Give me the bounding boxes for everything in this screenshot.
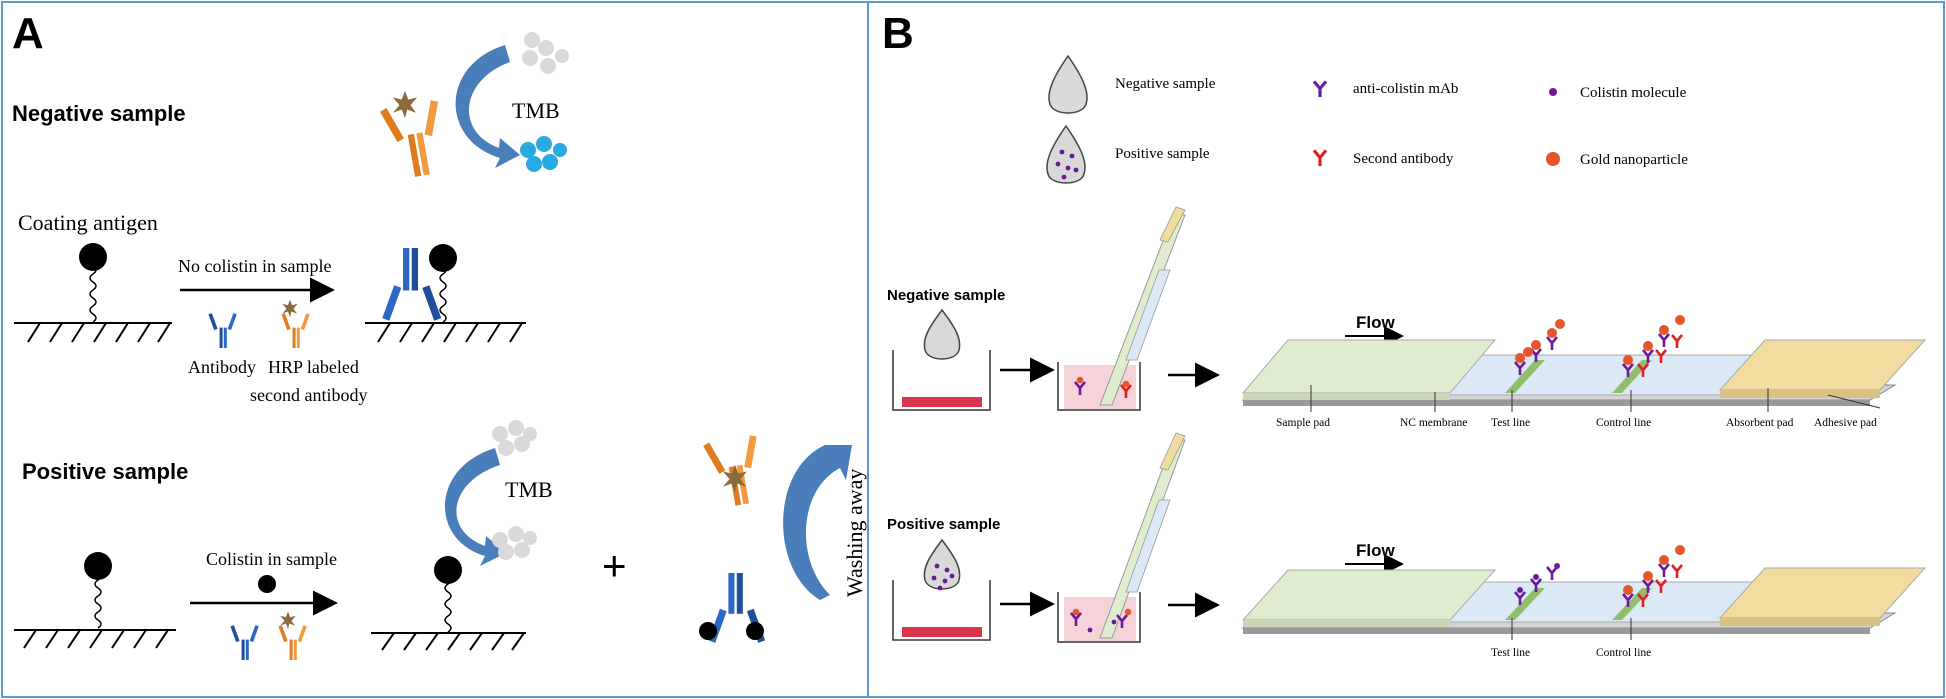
label-test-line-negative: Test line <box>1491 417 1530 429</box>
legend-colistin-molecule: Colistin molecule <box>1580 85 1687 101</box>
tmb-grey-bottom-icon <box>492 526 537 560</box>
washing-curved-arrow <box>783 445 852 600</box>
surface-negative-left <box>14 322 172 343</box>
panel-b-letter: B <box>882 9 914 58</box>
legend-gold-nanoparticle: Gold nanoparticle <box>1580 152 1688 168</box>
surface-positive-left <box>14 629 176 649</box>
negative-beaker <box>892 308 991 411</box>
tmb-label-negative: TMB <box>512 98 560 123</box>
coating-linker-left <box>89 265 97 323</box>
strip-leader-lines-positive <box>1511 618 1632 640</box>
coating-linker-right <box>439 265 447 323</box>
washed-colistin-right <box>746 622 764 640</box>
coating-linker-pos-right <box>444 575 452 633</box>
negative-sample-drop-icon <box>1048 54 1088 114</box>
surface-negative-right <box>365 322 526 343</box>
label-control-line-negative: Control line <box>1596 417 1651 429</box>
coating-antigen-ball <box>79 243 107 271</box>
dipped-strip-positive <box>1057 432 1186 643</box>
free-hrp-antibody-icon <box>278 625 307 660</box>
label-control-line-positive: Control line <box>1596 647 1651 659</box>
tmb-curved-arrow-positive <box>444 448 506 566</box>
legend-negative-sample: Negative sample <box>1115 76 1216 92</box>
flow-label-negative: Flow <box>1356 313 1395 332</box>
tmb-product-blue-icon <box>520 136 567 172</box>
positive-row-label: Positive sample <box>887 516 1000 533</box>
label-nc-membrane: NC membrane <box>1400 417 1467 429</box>
negative-heading: Negative sample <box>12 101 186 126</box>
lateral-flow-strip-positive <box>1241 545 1927 634</box>
label-sample-pad: Sample pad <box>1276 417 1330 429</box>
second-antibody-icon <box>1312 148 1328 168</box>
positive-sample-dots <box>1055 149 1079 180</box>
label-adhesive-pad: Adhesive pad <box>1814 417 1877 429</box>
tmb-grey-top-icon <box>492 420 537 456</box>
tmb-curved-arrow-negative <box>455 45 520 168</box>
colistin-molecule-legend-icon <box>1549 88 1557 96</box>
label-test-line-positive: Test line <box>1491 647 1530 659</box>
legend-anti-colistin: anti-colistin mAb <box>1353 81 1458 97</box>
free-hrp-star-icon <box>280 611 296 630</box>
positive-heading: Positive sample <box>22 459 188 484</box>
positive-sample-drop-icon <box>1046 124 1086 184</box>
colistin-molecule-icon <box>258 575 276 593</box>
label-absorbent-pad: Absorbent pad <box>1726 417 1794 429</box>
legend-second-antibody: Second antibody <box>1353 151 1454 167</box>
dipped-strip-negative <box>1057 206 1186 411</box>
antibody-icon <box>208 313 237 348</box>
colistin-in-sample-label: Colistin in sample <box>206 549 337 569</box>
washing-away-label: Washing away <box>842 469 867 597</box>
panel-b-border <box>867 1 1945 698</box>
washed-colistin-left <box>699 622 717 640</box>
plus-sign: + <box>602 542 627 589</box>
hrp-label-line2: second antibody <box>250 385 367 405</box>
coating-linker-pos-left <box>94 571 102 629</box>
hrp-label-line1: HRP labeled <box>268 357 359 377</box>
test-line-binders <box>1513 319 1565 377</box>
control-line-binders-positive <box>1621 545 1685 609</box>
lateral-flow-strip-negative <box>1241 315 1927 406</box>
gold-nanoparticle-icon <box>1546 152 1560 166</box>
no-colistin-label: No colistin in sample <box>178 256 331 276</box>
control-line-binders <box>1621 315 1685 379</box>
positive-beaker <box>892 538 991 641</box>
flow-label-positive: Flow <box>1356 541 1395 560</box>
bound-antigen-ball <box>429 244 457 272</box>
test-line-binders-positive <box>1513 563 1560 607</box>
surface-positive-right <box>371 632 526 651</box>
coating-antigen-pos-right <box>434 556 462 584</box>
free-antibody-icon <box>230 625 259 660</box>
legend-positive-sample: Positive sample <box>1115 146 1210 162</box>
negative-row-label: Negative sample <box>887 287 1005 304</box>
strip-leader-lines-negative <box>1310 385 1881 412</box>
bound-hrp-star-icon <box>392 90 418 119</box>
coating-antigen-pos-left <box>84 552 112 580</box>
panel-a-letter: A <box>12 9 44 58</box>
antibody-label: Antibody <box>188 357 256 377</box>
hrp-antibody-icon <box>281 313 310 348</box>
coating-antigen-label: Coating antigen <box>18 210 158 235</box>
tmb-substrate-grey-icon <box>522 32 569 74</box>
tmb-label-positive: TMB <box>505 477 553 502</box>
anti-colistin-mab-icon <box>1312 79 1328 99</box>
